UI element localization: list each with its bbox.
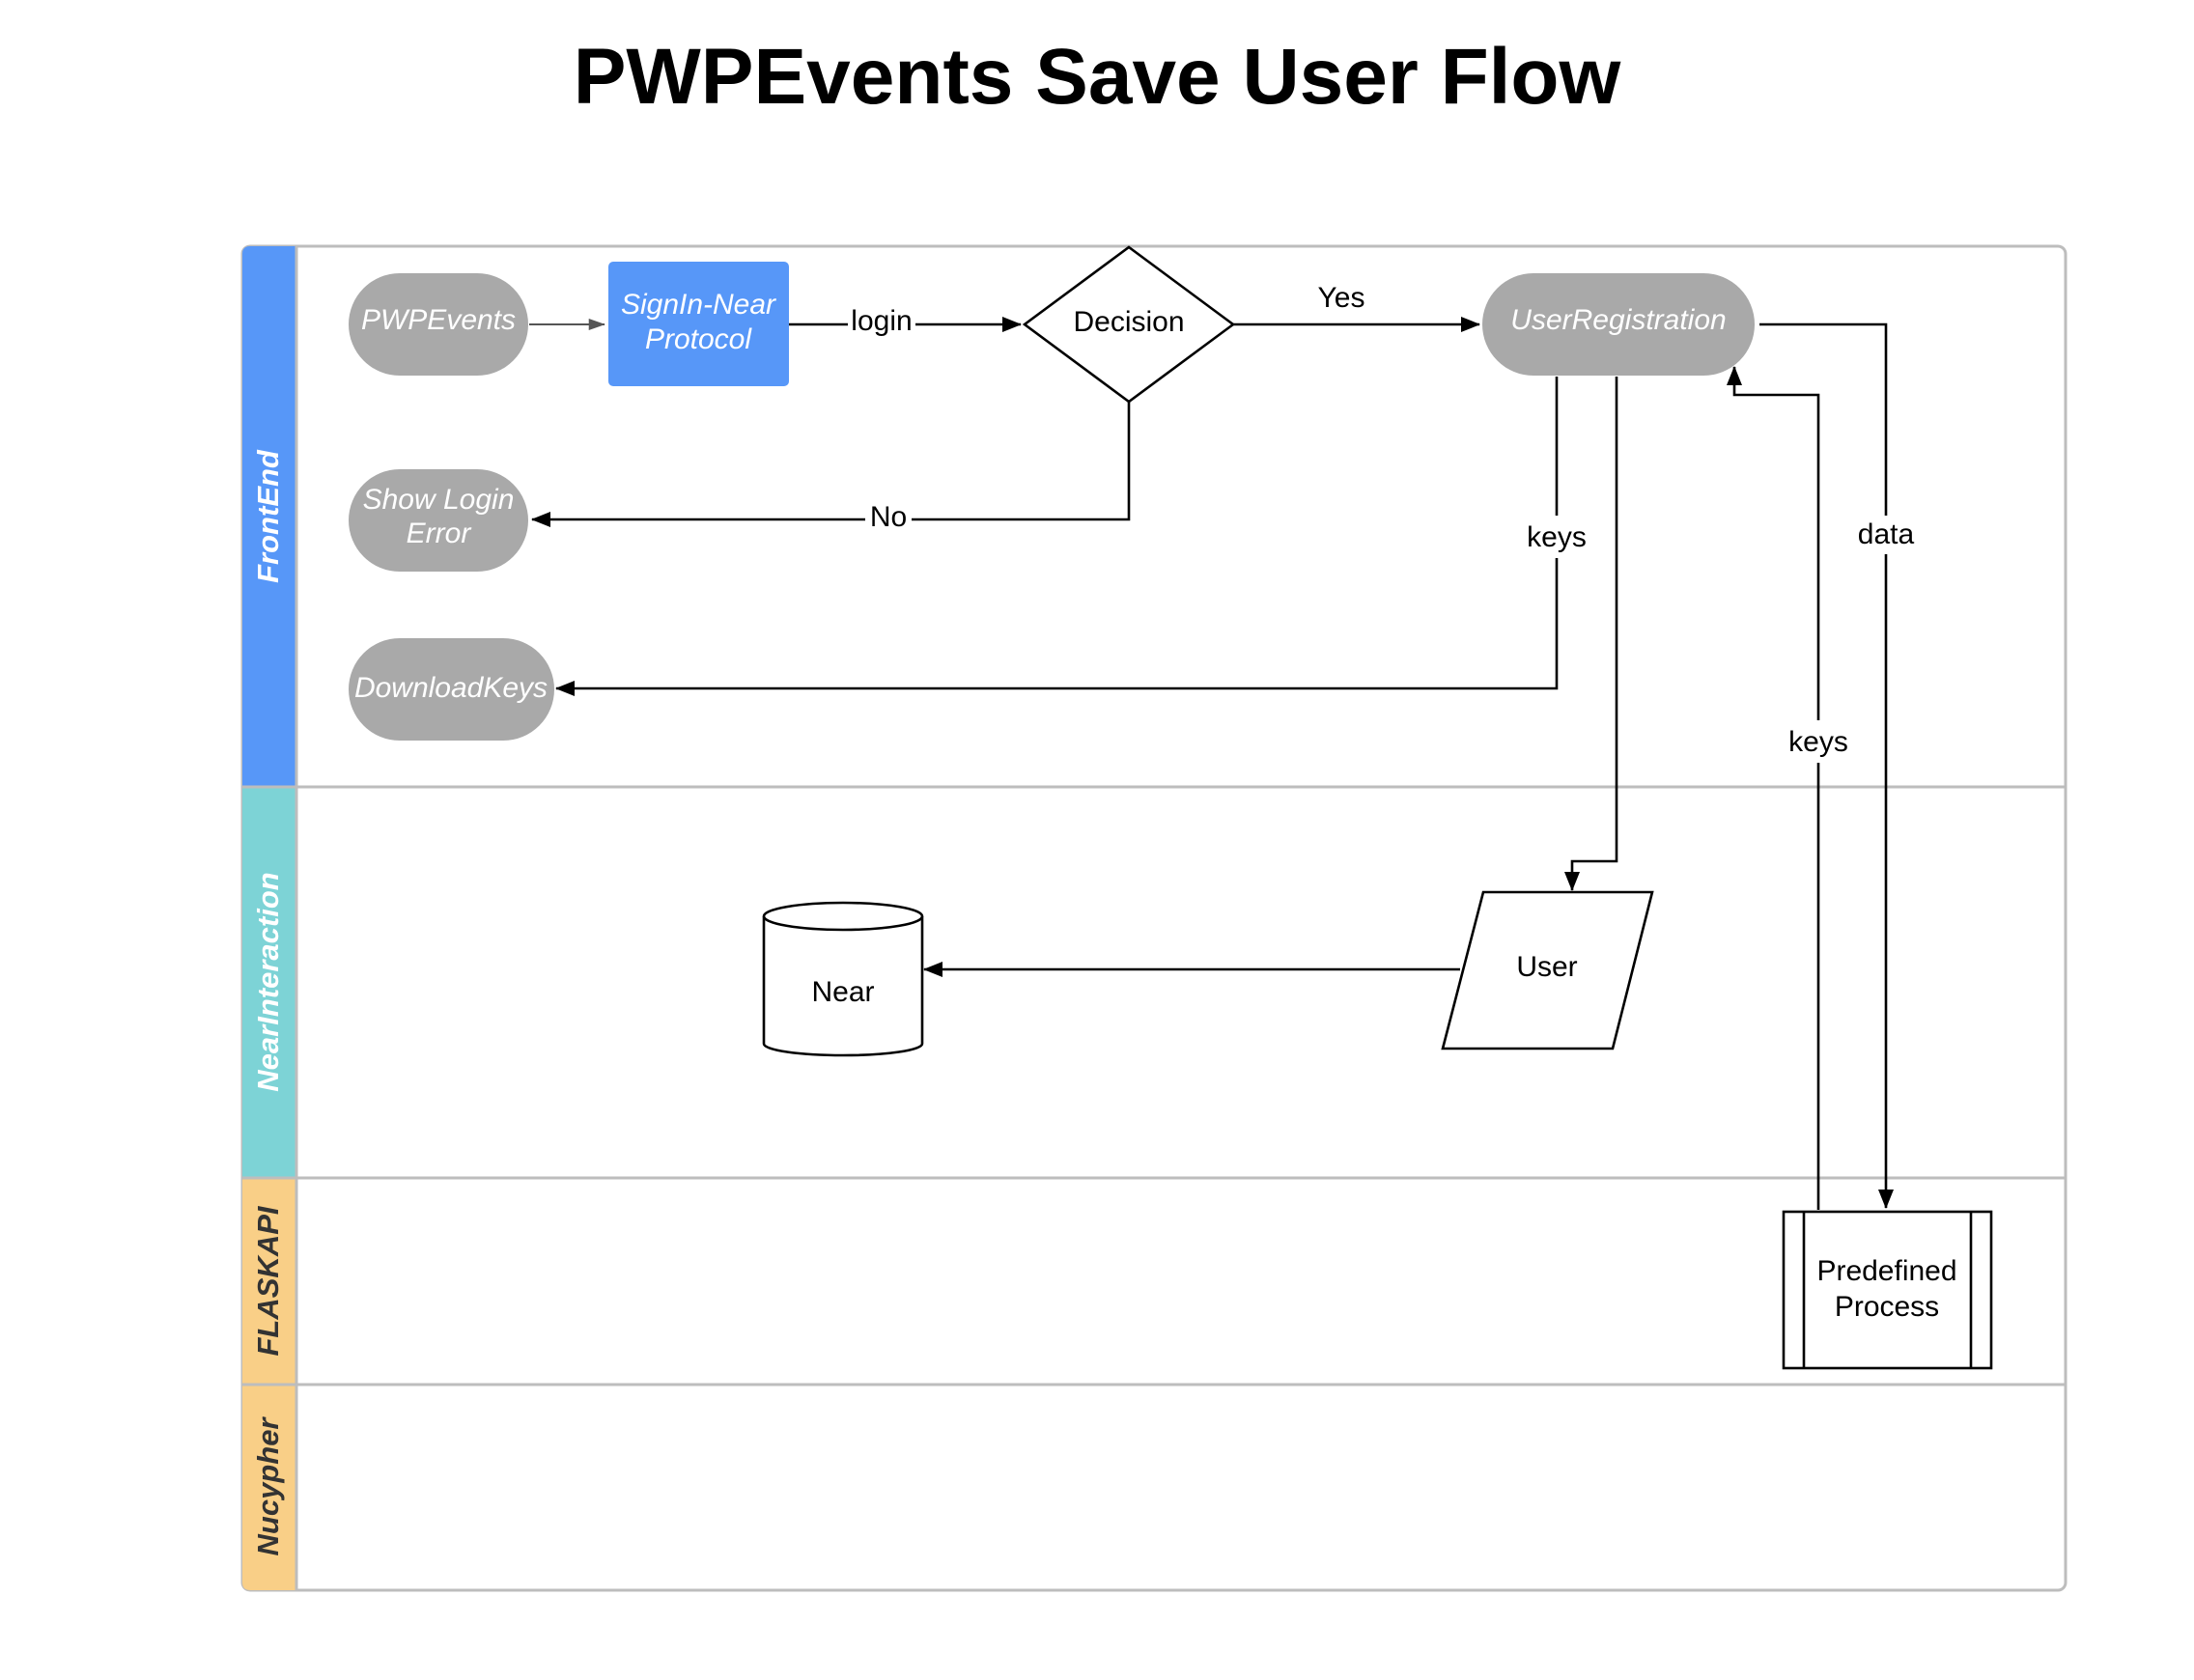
edges (529, 317, 1894, 1210)
node-signin-near-protocol[interactable]: SignIn-Near Protocol (608, 262, 789, 386)
edge-label-keys-download: keys (1527, 521, 1587, 553)
edge-label-bg (1852, 516, 1920, 554)
node-downloadkeys[interactable]: DownloadKeys (349, 638, 554, 741)
terminal-shape (349, 638, 554, 741)
lane-label-nucypher: Nucypher (251, 1416, 285, 1556)
database-top (762, 901, 924, 932)
node-userregistration[interactable]: UserRegistration (1482, 273, 1755, 376)
process-shape (608, 262, 789, 386)
lane-header-flaskapi (242, 1178, 296, 1385)
lane-label-frontend: FrontEnd (251, 449, 285, 583)
lane-header-nearinteraction (242, 787, 296, 1178)
node-label: SignIn-Near (621, 289, 776, 321)
node-label: Error (407, 518, 472, 549)
nodes: PWPEvents SignIn-Near Protocol Decision … (349, 245, 1993, 1370)
lane-header-frontend (242, 246, 296, 787)
edge-label-yes: Yes (1318, 282, 1365, 314)
edge-userregistration-to-predefined (1759, 322, 1894, 1209)
node-label: Predefined (1816, 1255, 1956, 1287)
swimlane-container: FrontEnd NearInteraction FLASKAPI Nucyph… (240, 244, 2067, 1592)
edge-label-keys-return: keys (1788, 726, 1848, 758)
lane-label-nearinteraction: NearInteraction (251, 872, 285, 1091)
edge-decision-to-showloginerror (531, 402, 1131, 527)
node-pwpevents[interactable]: PWPEvents (349, 273, 528, 376)
node-label: Decision (1073, 306, 1184, 338)
edge-userregistration-to-downloadkeys (555, 377, 1559, 696)
lane-header-nucypher (242, 1385, 296, 1590)
edge-label-no: No (870, 501, 907, 533)
node-user-data[interactable]: User (1441, 890, 1654, 1050)
edge-label-login: login (851, 305, 912, 337)
predefined-process-shape (1782, 1210, 1993, 1370)
node-decision[interactable]: Decision (1022, 245, 1236, 404)
node-label: UserRegistration (1510, 304, 1726, 336)
decision-shape (1022, 245, 1236, 404)
edge-labels: login Yes No keys data keys (848, 282, 1920, 763)
data-shape (1441, 890, 1654, 1050)
page-title: PWPEvents Save User Flow (574, 33, 1621, 121)
edge-label-data: data (1858, 518, 1915, 550)
edge-userregistration-to-user (1564, 377, 1618, 891)
edge-label-bg (865, 500, 912, 535)
node-label: Protocol (645, 323, 752, 355)
node-label: Near (811, 976, 874, 1008)
node-near-database[interactable]: Near (762, 901, 924, 1057)
node-label: Process (1835, 1291, 1939, 1323)
edge-label-bg (1786, 720, 1851, 763)
edge-label-bg (848, 301, 915, 336)
terminal-shape (349, 469, 528, 572)
edge-predefined-to-userregistration (1727, 366, 1820, 1210)
node-label: User (1516, 951, 1577, 983)
node-label: DownloadKeys (354, 672, 548, 704)
swimlane-frame (240, 244, 2067, 1592)
edge-label-bg (1524, 516, 1589, 558)
database-body (762, 916, 924, 1057)
node-predefined-process[interactable]: Predefined Process (1782, 1210, 1993, 1370)
lane-label-flaskapi: FLASKAPI (251, 1205, 285, 1356)
node-label: PWPEvents (361, 304, 516, 336)
terminal-shape (1482, 273, 1755, 376)
node-show-login-error[interactable]: Show Login Error (349, 469, 528, 572)
node-label: Show Login (363, 484, 515, 516)
terminal-shape (349, 273, 528, 376)
